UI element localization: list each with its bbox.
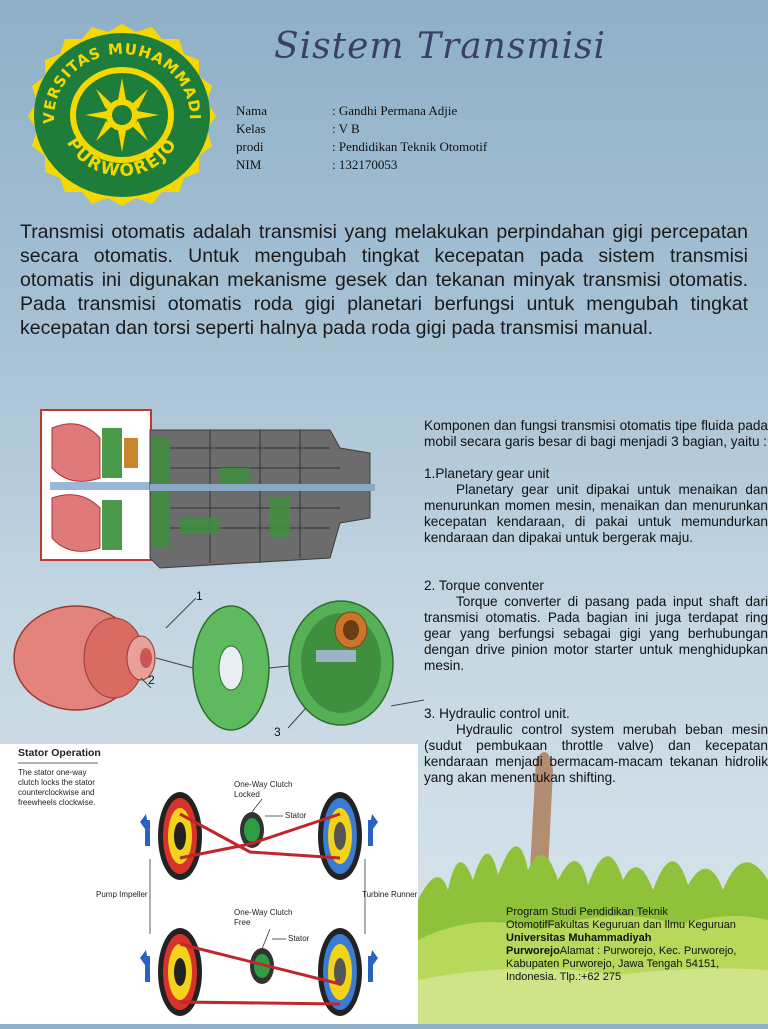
stator-label-bottom: Stator bbox=[288, 934, 310, 943]
component-text-1: Planetary gear unit dipakai untuk menaik… bbox=[424, 482, 768, 545]
label-3: 3 bbox=[274, 725, 281, 738]
footer-address-text: Alamat : Purworejo, Kec. Purworejo, Kabu… bbox=[506, 945, 737, 983]
component-heading-1: 1.Planetary gear unit bbox=[424, 466, 550, 481]
turbine-runner-label: Turbine Runner bbox=[362, 890, 418, 899]
identity-row-nim: NIM: 132170053 bbox=[236, 157, 398, 172]
turbine-ring bbox=[288, 600, 394, 726]
components-lead: Komponen dan fungsi transmisi otomatis t… bbox=[424, 418, 768, 449]
page-title: Sistem Transmisi bbox=[274, 26, 606, 67]
grass-decoration bbox=[418, 740, 768, 1024]
component-text-3: Hydraulic control system merubah beban m… bbox=[424, 722, 768, 785]
stator-title: Stator Operation bbox=[18, 747, 101, 759]
identity-row-name: Nama: Gandhi Permana Adjie bbox=[236, 103, 458, 118]
pump-impeller-label: Pump Impeller bbox=[96, 890, 148, 899]
footer-program: Program Studi Pendidikan Teknik Otomotif… bbox=[506, 906, 736, 931]
footer-university: Universitas Muhammadiyah Purworejo bbox=[506, 932, 652, 957]
component-heading-3: 3. Hydraulic control unit. bbox=[424, 706, 570, 721]
pump-impeller-top bbox=[158, 792, 202, 880]
university-logo: UNIVERSITAS MUHAMMADIYAH PURWOREJO bbox=[15, 8, 222, 206]
components-section: Komponen dan fungsi transmisi otomatis t… bbox=[424, 418, 768, 786]
component-text-2: Torque converter di pasang pada input sh… bbox=[424, 594, 768, 673]
clutch-locked-label: One-Way Clutch Locked bbox=[234, 780, 293, 799]
stator-top bbox=[240, 812, 264, 848]
identity-row-class: Kelas: V B bbox=[236, 121, 360, 136]
pump-impeller-bottom bbox=[158, 928, 202, 1016]
stator-ring bbox=[192, 605, 270, 731]
turbine-runner-top bbox=[318, 792, 362, 880]
footer-address: Program Studi Pendidikan Teknik Otomotif… bbox=[506, 906, 740, 984]
rotation-arrow-icons bbox=[140, 814, 378, 982]
label-1: 1 bbox=[196, 589, 203, 603]
intro-paragraph: Transmisi otomatis adalah transmisi yang… bbox=[20, 221, 748, 339]
clutch-free-label: One-Way Clutch Free bbox=[234, 908, 293, 927]
identity-block: Nama: Gandhi Permana Adjie Kelas: V B pr… bbox=[236, 102, 487, 174]
stator-label-top: Stator bbox=[285, 811, 307, 820]
transmission-cutaway-illustration bbox=[40, 408, 380, 586]
sun-icon bbox=[85, 78, 159, 152]
identity-row-program: prodi: Pendidikan Teknik Otomotif bbox=[236, 139, 488, 154]
turbine-runner-bottom bbox=[318, 928, 362, 1016]
label-2: 2 bbox=[148, 673, 155, 687]
torque-converter-exploded-illustration: 1 2 3 bbox=[6, 588, 426, 739]
stator-operation-figure: Stator Operation The stator one-way clut… bbox=[0, 744, 418, 1024]
component-heading-2: 2. Torque conventer bbox=[424, 578, 544, 593]
converter-housing bbox=[13, 605, 156, 711]
stator-description: The stator one-way clutch locks the stat… bbox=[18, 768, 96, 807]
